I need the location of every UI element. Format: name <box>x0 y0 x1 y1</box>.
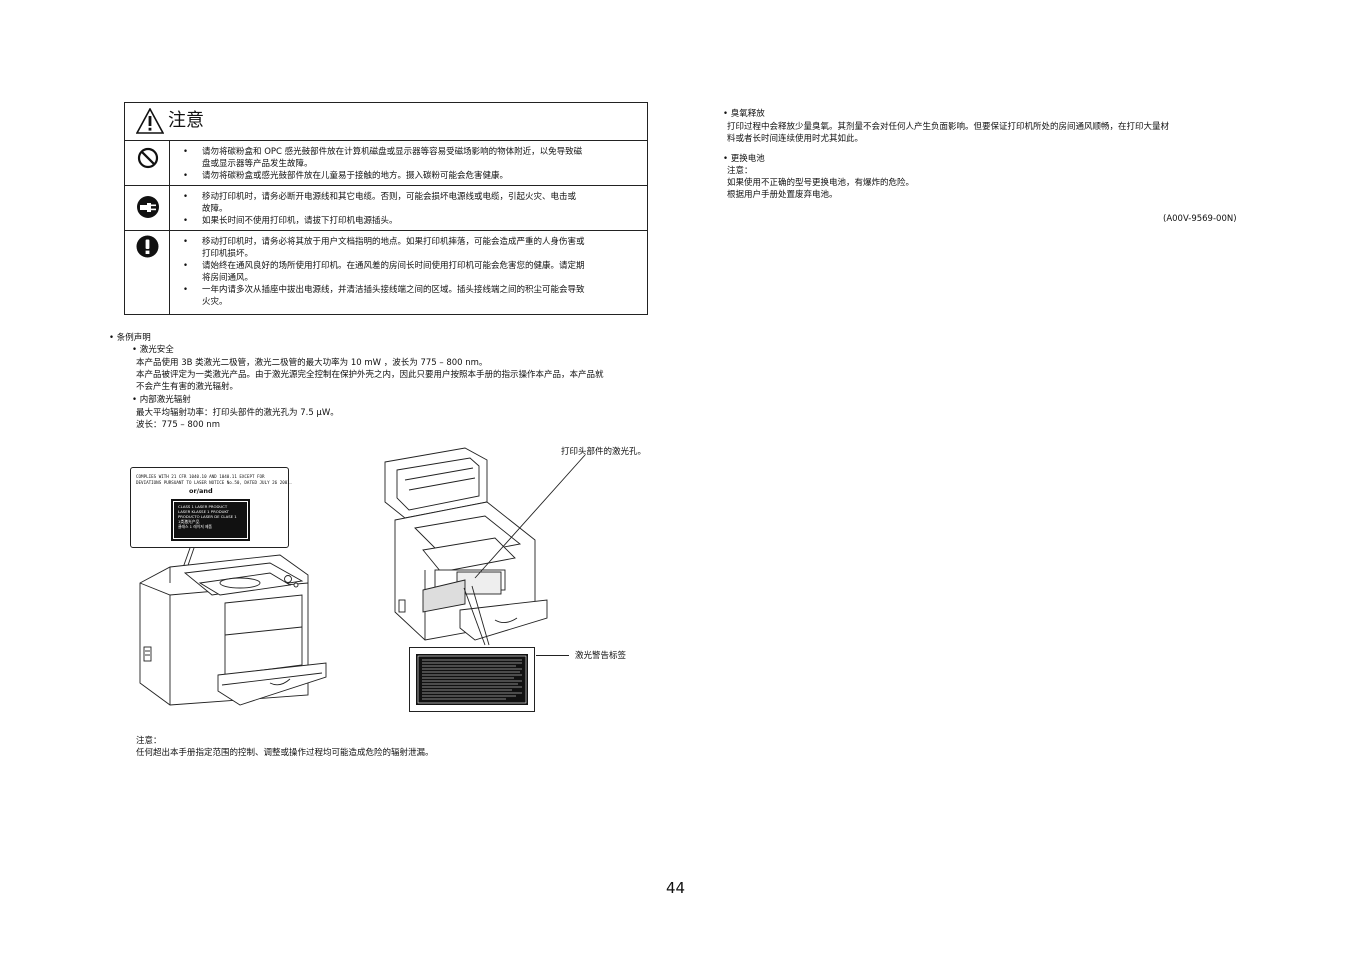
radiation-note: 注意： 任何超出本手册指定范围的控制、调整或操作过程均可能造成危险的辐射泄漏。 <box>136 736 434 758</box>
aperture-callout-label: 打印头部件的激光孔。 <box>561 447 647 457</box>
caution-list: 请勿将碳粉盒和 OPC 感光鼓部件放在计算机磁盘或显示器等容易受磁场影响的物体附… <box>181 146 641 182</box>
internal-radiation-body: 最大平均辐射功率：打印头部件的激光孔为 7.5 μW。 波长：775 – 800… <box>136 408 339 430</box>
caution-list: 移动打印机时，请务必将其放于用户文档指明的地点。如果打印机摔落，可能会造成严重的… <box>181 236 641 308</box>
certification-label-callout: COMPLIES WITH 21 CFR 1040.10 AND 1040.11… <box>130 467 292 548</box>
caution-item: 请勿将碳粉盒或感光鼓部件放在儿童易于接触的地方。摄入碳粉可能会危害健康。 <box>181 170 641 182</box>
laser-safety-heading: • 激光安全 <box>132 345 174 355</box>
unplug-icon <box>137 196 159 218</box>
warning-label-leader-line <box>536 655 569 656</box>
caution-item: 请始终在通风良好的场所使用打印机。在通风差的房间长时间使用打印机可能会危害您的健… <box>181 260 641 284</box>
internal-radiation-heading: • 内部激光辐射 <box>132 395 191 405</box>
warning-triangle-icon <box>136 108 164 134</box>
caution-item: 移动打印机时，请务必断开电源线和其它电缆。否则，可能会损坏电源线或电缆，引起火灾… <box>181 191 641 215</box>
caution-item: 移动打印机时，请务必将其放于用户文档指明的地点。如果打印机摔落，可能会造成严重的… <box>181 236 641 260</box>
class1-laser-label: CLASS 1 LASER PRODUCT LASER KLASSE 1 PRO… <box>171 499 250 541</box>
battery-body: 注意： 如果使用不正确的型号更换电池，有爆炸的危险。 根据用户手册处置废弃电池。 <box>727 166 915 200</box>
warning-label-callout-label: 激光警告标签 <box>575 651 627 661</box>
caution-list: 移动打印机时，请务必断开电源线和其它电缆。否则，可能会损坏电源线或电缆，引起火灾… <box>181 191 641 227</box>
caution-item: 请勿将碳粉盒和 OPC 感光鼓部件放在计算机磁盘或显示器等容易受磁场影响的物体附… <box>181 146 641 170</box>
caution-item: 一年内请多次从插座中拔出电源线，并清洁插头接线端之间的区域。插头接线端之间的积尘… <box>181 284 641 308</box>
caution-header: 注意 <box>125 103 647 141</box>
caution-row-placement: 移动打印机时，请务必将其放于用户文档指明的地点。如果打印机摔落，可能会造成严重的… <box>125 231 647 314</box>
caution-box: 注意 请勿将碳粉盒和 OPC 感光鼓部件放在计算机磁盘或显示器等容易受磁场影响的… <box>124 102 648 315</box>
laser-safety-body: 本产品使用 3B 类激光二极管，激光二极管的最大功率为 10 mW ，波长为 7… <box>136 358 604 392</box>
laser-warning-label-plate <box>416 654 528 705</box>
document-code: (A00V-9569-00N) <box>1163 214 1237 224</box>
caution-row-power: 移动打印机时，请务必断开电源线和其它电缆。否则，可能会损坏电源线或电缆，引起火灾… <box>125 186 647 231</box>
caution-title: 注意 <box>168 110 204 131</box>
battery-heading: • 更换电池 <box>723 154 765 164</box>
caution-item: 如果长时间不使用打印机，请拔下打印机电源插头。 <box>181 215 641 227</box>
printer-closed-illustration <box>139 547 327 706</box>
laser-warning-label-callout <box>409 647 535 712</box>
exclamation-icon <box>136 235 159 258</box>
regulations-heading: • 条例声明 <box>109 333 151 343</box>
caution-row-storage: 请勿将碳粉盒和 OPC 感光鼓部件放在计算机磁盘或显示器等容易受磁场影响的物体附… <box>125 141 647 186</box>
printer-open-illustration <box>384 447 586 646</box>
page-number: 44 <box>666 879 686 897</box>
prohibited-icon <box>137 147 159 169</box>
ozone-heading: • 臭氧释放 <box>723 109 765 119</box>
ozone-body: 打印过程中会释放少量臭氧。其剂量不会对任何人产生负面影响。但要保证打印机所处的房… <box>727 122 1170 144</box>
